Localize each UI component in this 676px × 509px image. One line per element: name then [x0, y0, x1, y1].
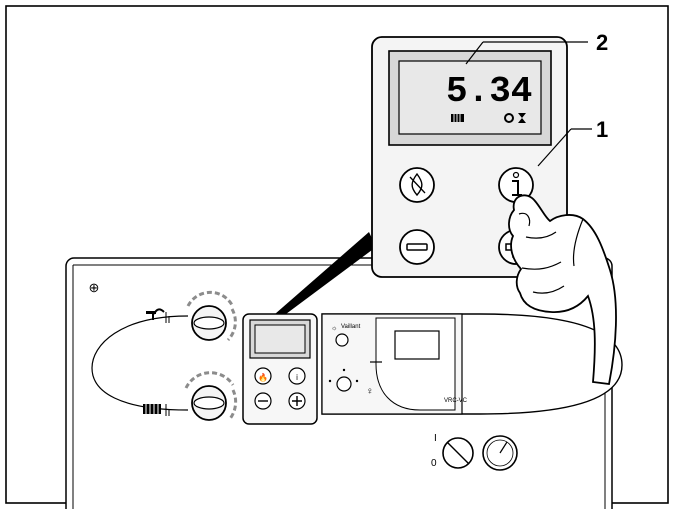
zoom-wedge [275, 232, 376, 314]
lower-controls: I 0 [431, 433, 518, 471]
hot-water-knob-grip [193, 316, 225, 330]
hand-knuckle-3 [532, 285, 565, 294]
hand-thumbnail [518, 212, 531, 227]
small-flame-icon: 🔥 [258, 372, 268, 382]
hand-illustration [508, 194, 617, 385]
small-info-button[interactable] [288, 367, 306, 385]
controller-scale-dot [328, 379, 332, 383]
controller-brand: Vaillant [341, 324, 361, 330]
pump-icon [504, 113, 514, 123]
small-lcd-inner [254, 324, 306, 354]
switch-off-label: 0 [431, 458, 437, 469]
small-control-module: 🔥 i [242, 313, 318, 425]
controller-scale-dot-2 [355, 379, 359, 383]
small-info-icon: i [296, 373, 298, 382]
flame-slash-icon [409, 176, 426, 194]
tap-spout [153, 308, 165, 315]
flame-button[interactable] [399, 167, 435, 203]
lcd-radiator-icon [451, 114, 464, 122]
heating-knob-grip [193, 396, 225, 410]
hand-palm-line [572, 218, 584, 267]
switch-on-label: I [434, 433, 437, 444]
info-icon [512, 180, 522, 196]
hourglass-icon [518, 113, 526, 123]
heating-knob-scale [184, 371, 235, 389]
controller-display [394, 330, 440, 360]
controller-knob-top[interactable] [335, 333, 349, 347]
heating-knob[interactable] [184, 371, 238, 421]
control-loop [91, 315, 189, 411]
controller-model: VRC-VC [444, 398, 468, 404]
info-button[interactable] [498, 167, 534, 203]
callout-line-one [537, 128, 572, 167]
hot-water-knob[interactable] [186, 290, 237, 342]
minus-button[interactable] [399, 229, 435, 265]
hot-water-knob-scale-right [226, 308, 237, 342]
hand-shape [508, 194, 617, 385]
hand-knuckle-2 [521, 261, 562, 270]
main-switch-pointer [446, 441, 470, 465]
controller-sun-icon: ☼ [331, 325, 337, 332]
callout-line-two [465, 41, 484, 65]
small-plus-icon [292, 396, 302, 406]
callout-two: 2 [596, 30, 608, 55]
callout-one: 1 [596, 117, 608, 142]
small-flame-button[interactable] [254, 367, 272, 385]
controller-scale-dot-3 [342, 368, 346, 372]
hot-water-tap-icon [146, 308, 170, 323]
panel-screw: ⊕ [89, 280, 100, 295]
hand-knuckle-1 [525, 231, 557, 239]
pressure-gauge-needle [499, 441, 508, 454]
hot-water-knob-scale [186, 290, 234, 307]
radiator-icon [143, 404, 170, 416]
temperature-controls [91, 290, 238, 421]
lcd-status-icons [504, 113, 526, 123]
controller-knob-bottom[interactable] [336, 376, 352, 392]
info-dot [512, 171, 520, 179]
controller-lamp-icon: ♀ [366, 386, 374, 397]
heating-knob-scale-right [227, 389, 238, 421]
minus-icon [406, 243, 428, 251]
radiator-body [143, 404, 161, 414]
room-controller-module: Vaillant VRC-VC ♀ ☼ [321, 313, 623, 415]
enlarged-lcd-screen [398, 60, 542, 135]
display-reading: 5.34 [446, 71, 532, 112]
